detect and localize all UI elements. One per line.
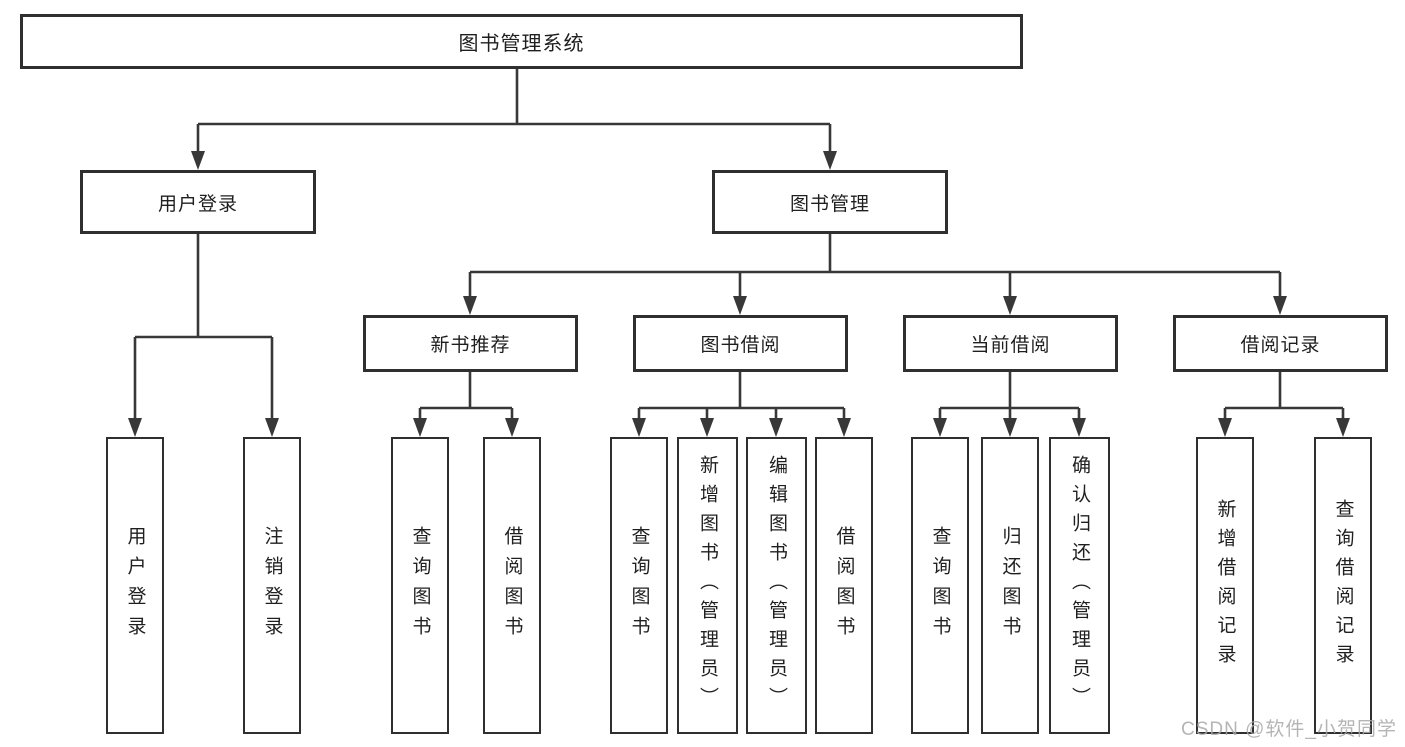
- leaf-rec-add-record-label: 新增借阅记录: [1214, 498, 1236, 673]
- leaf-cur-query-books-label: 查询图书: [929, 525, 951, 646]
- leaf-cur-confirm-return-admin-label: 确认归还（管理员）: [1069, 455, 1090, 716]
- leaf-bw-query-books: 查询图书: [610, 437, 668, 734]
- leaf-logout: 注销登录: [243, 437, 301, 734]
- leaf-rec-query-record-label: 查询借阅记录: [1332, 498, 1354, 673]
- node-current-borrowing: 当前借阅: [903, 315, 1118, 372]
- leaf-nb-query-books-label: 查询图书: [409, 525, 431, 646]
- node-book-management-label: 图书管理: [789, 193, 870, 215]
- node-borrowing-records-label: 借阅记录: [1240, 335, 1321, 356]
- leaf-nb-query-books: 查询图书: [391, 437, 449, 734]
- leaf-logout-label: 注销登录: [261, 525, 283, 646]
- leaf-user-login-label: 用户登录: [124, 525, 146, 646]
- node-new-book-recommend-label: 新书推荐: [430, 335, 511, 356]
- leaf-bw-borrow-books: 借阅图书: [815, 437, 873, 734]
- node-book-management: 图书管理: [712, 170, 948, 234]
- leaf-rec-add-record: 新增借阅记录: [1196, 437, 1254, 734]
- node-current-borrowing-label: 当前借阅: [970, 335, 1051, 356]
- leaf-bw-add-books-admin-label: 新增图书（管理员）: [697, 455, 718, 716]
- leaf-bw-add-books-admin: 新增图书（管理员）: [677, 437, 738, 734]
- node-user-login-label: 用户登录: [157, 193, 238, 215]
- node-root-label: 图书管理系统: [458, 33, 585, 55]
- node-root: 图书管理系统: [20, 14, 1023, 69]
- leaf-cur-query-books: 查询图书: [911, 437, 969, 734]
- leaf-cur-return-books: 归还图书: [981, 437, 1039, 734]
- node-user-login: 用户登录: [80, 170, 316, 234]
- csdn-watermark: CSDN @软件_小贺同学: [1181, 719, 1397, 740]
- leaf-bw-query-books-label: 查询图书: [628, 525, 650, 646]
- leaf-rec-query-record: 查询借阅记录: [1314, 437, 1372, 734]
- leaf-nb-borrow-books-label: 借阅图书: [501, 525, 523, 646]
- node-borrowing-records: 借阅记录: [1173, 315, 1388, 372]
- leaf-nb-borrow-books: 借阅图书: [483, 437, 541, 734]
- leaf-cur-return-books-label: 归还图书: [999, 525, 1021, 646]
- node-new-book-recommend: 新书推荐: [363, 315, 578, 372]
- node-book-borrowing-label: 图书借阅: [700, 335, 781, 356]
- leaf-bw-borrow-books-label: 借阅图书: [833, 525, 855, 646]
- leaf-bw-edit-books-admin-label: 编辑图书（管理员）: [766, 455, 787, 716]
- leaf-user-login: 用户登录: [106, 437, 164, 734]
- node-book-borrowing: 图书借阅: [633, 315, 848, 372]
- leaf-bw-edit-books-admin: 编辑图书（管理员）: [746, 437, 807, 734]
- leaf-cur-confirm-return-admin: 确认归还（管理员）: [1049, 437, 1110, 734]
